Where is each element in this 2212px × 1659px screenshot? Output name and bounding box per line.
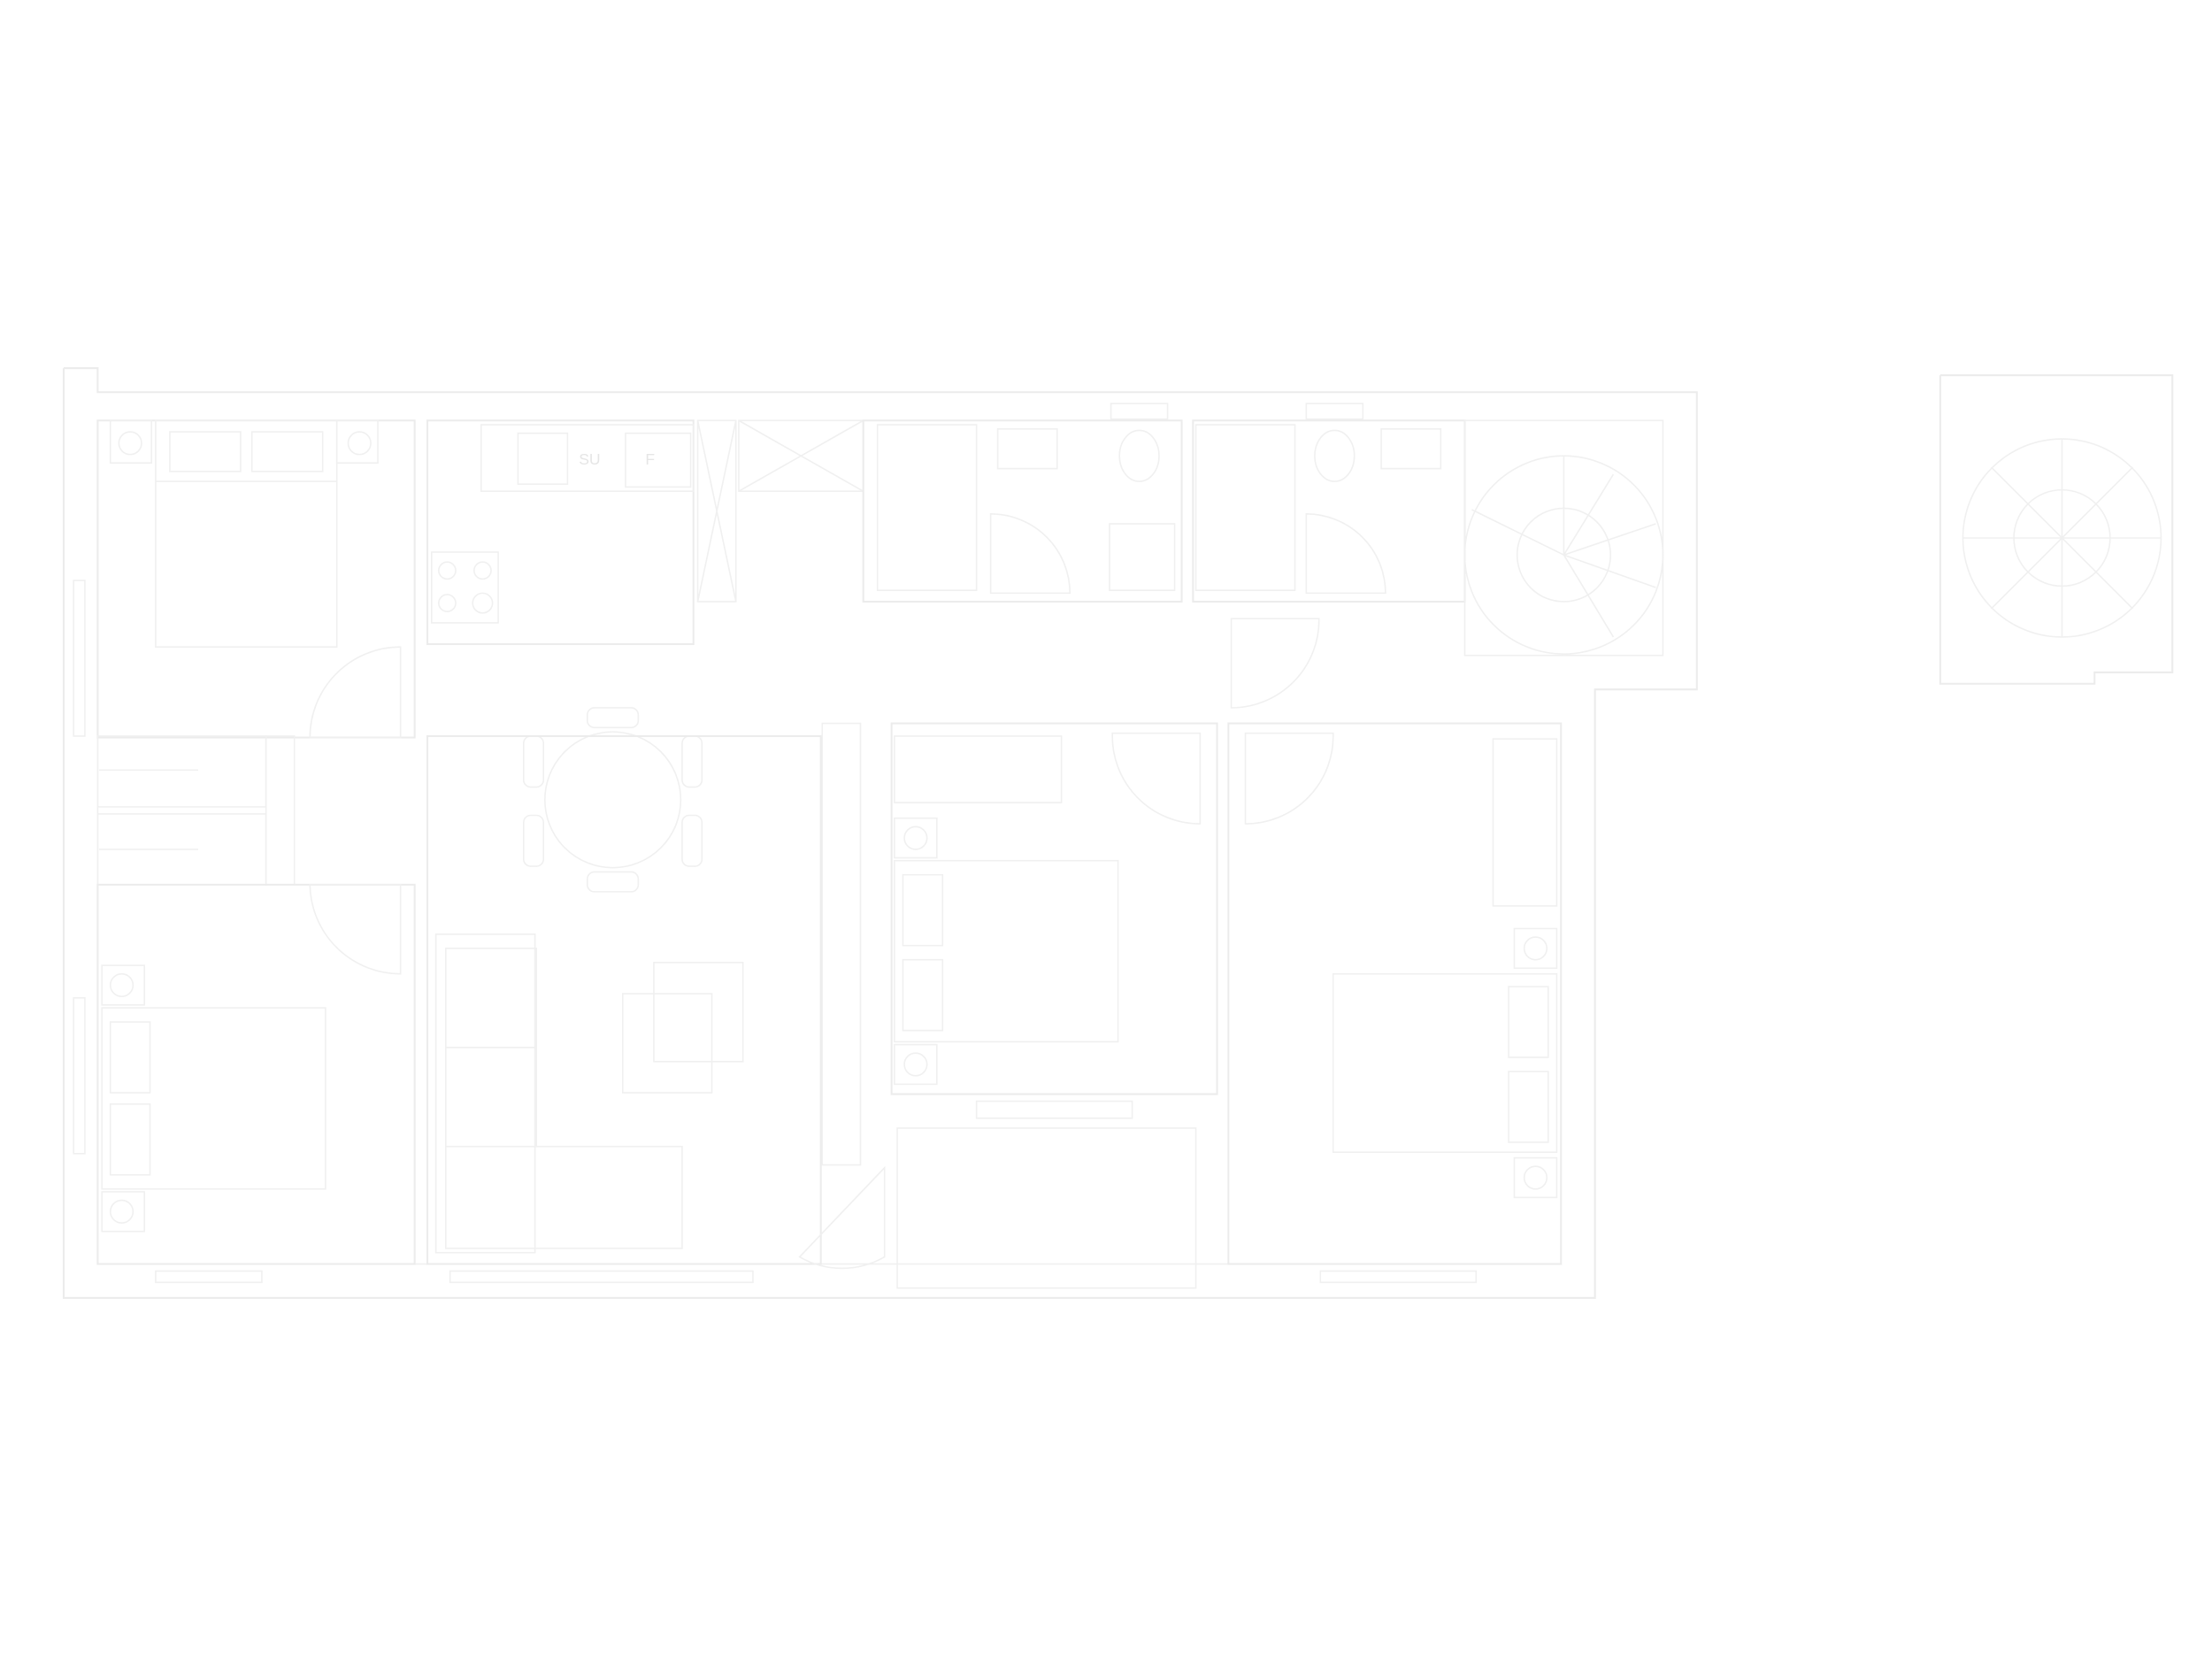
shower: [876, 424, 978, 591]
toilet-icon: [1118, 429, 1160, 482]
counter: [480, 424, 695, 493]
nightstand-left: [109, 419, 152, 465]
door-swing: [798, 1165, 886, 1270]
window: [1319, 1270, 1478, 1284]
kitchen: SU F: [426, 419, 864, 646]
window: [975, 1100, 1133, 1119]
basin: [1380, 428, 1442, 470]
bedroom-right: [1227, 722, 1563, 1284]
sink-icon: [517, 432, 569, 486]
sofa: [434, 933, 536, 1254]
double-bed: [101, 1007, 326, 1190]
double-bed: [155, 419, 338, 648]
bedroom-middle: [890, 722, 1218, 1289]
window: [155, 1270, 263, 1284]
wardrobes: [96, 735, 296, 886]
bathrooms: [862, 403, 1466, 603]
fridge: [625, 432, 692, 488]
bedroom-top-left: [73, 419, 416, 739]
storage: [696, 419, 737, 603]
door-swing: [1230, 618, 1320, 709]
nightstand-right: [335, 419, 379, 465]
door-swing: [309, 884, 402, 975]
door-swing: [1305, 513, 1386, 595]
door-swing: [1111, 732, 1202, 825]
ottoman: [621, 993, 713, 1094]
coffee-table: [653, 962, 744, 1063]
window: [73, 997, 86, 1155]
double-bed: [1332, 972, 1558, 1153]
bedroom-bottom-left: [73, 883, 416, 1284]
window: [73, 580, 86, 737]
shower: [1194, 424, 1296, 591]
fridge-label: F: [645, 450, 655, 468]
wardrobe: [1492, 738, 1558, 907]
window: [449, 1270, 754, 1284]
spiral-staircase: [1463, 419, 1664, 657]
door-swing: [989, 513, 1071, 595]
upper-level-staircase: [1939, 374, 2174, 685]
door-swing: [309, 646, 402, 739]
toilet-icon: [1314, 429, 1356, 482]
sink-unit-label: SU: [579, 450, 600, 468]
double-bed: [894, 859, 1119, 1043]
living-room: [426, 722, 886, 1284]
outer-walls: [62, 367, 1698, 1299]
basin: [996, 428, 1058, 470]
wardrobe: [894, 735, 1063, 803]
door-swing: [1244, 732, 1334, 825]
stove-icon: [431, 551, 499, 624]
